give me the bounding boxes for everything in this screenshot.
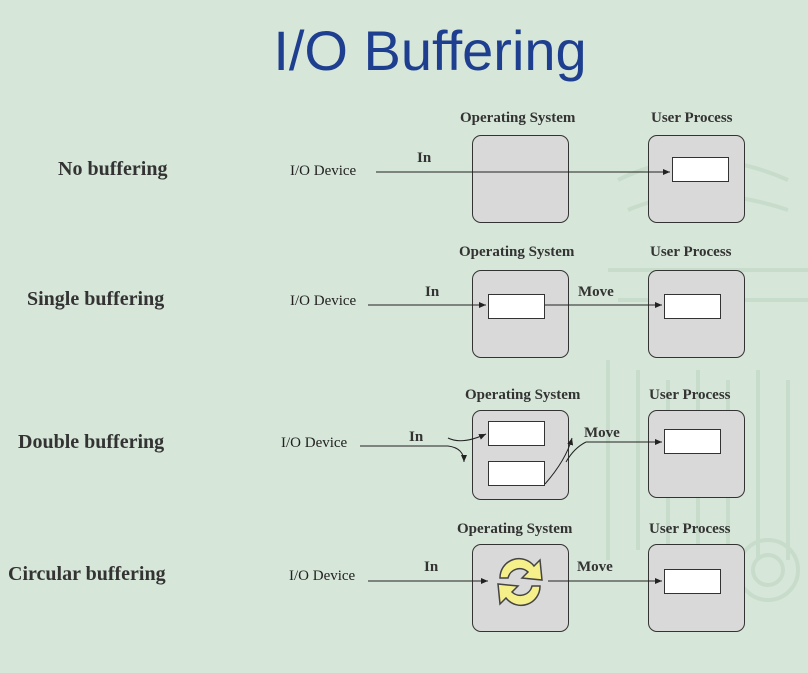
in-label: In — [417, 150, 432, 166]
in-label: In — [409, 429, 424, 445]
os-buffer-2 — [488, 461, 545, 486]
os-header: Operating System — [459, 244, 575, 260]
os-buffer — [488, 294, 545, 319]
user-process-box — [648, 410, 745, 498]
in-label: In — [425, 284, 440, 300]
row-label-circular-buffering: Circular buffering — [8, 563, 166, 585]
io-device-label: I/O Device — [281, 435, 348, 451]
page-title: I/O Buffering — [273, 19, 587, 82]
move-label: Move — [584, 425, 620, 441]
os-buffer-1 — [488, 421, 545, 446]
user-buffer — [672, 157, 729, 182]
row-label-single-buffering: Single buffering — [27, 288, 165, 310]
user-buffer — [664, 429, 721, 454]
user-buffer — [664, 294, 721, 319]
user-process-header: User Process — [649, 521, 731, 537]
user-buffer — [664, 569, 721, 594]
move-label: Move — [577, 559, 613, 575]
user-process-header: User Process — [651, 110, 733, 126]
user-process-header: User Process — [649, 387, 731, 403]
io-device-label: I/O Device — [289, 568, 356, 584]
row-label-no-buffering: No buffering — [58, 158, 168, 180]
arrow-in-buffer-2 — [447, 445, 467, 463]
os-header: Operating System — [465, 387, 581, 403]
os-box — [472, 135, 569, 223]
os-header: Operating System — [457, 521, 573, 537]
user-process-header: User Process — [650, 244, 732, 260]
in-label: In — [424, 559, 439, 575]
io-device-label: I/O Device — [290, 163, 357, 179]
row-label-double-buffering: Double buffering — [18, 431, 165, 453]
os-header: Operating System — [460, 110, 576, 126]
move-label: Move — [578, 284, 614, 300]
os-box — [472, 544, 569, 632]
io-device-label: I/O Device — [290, 293, 357, 309]
